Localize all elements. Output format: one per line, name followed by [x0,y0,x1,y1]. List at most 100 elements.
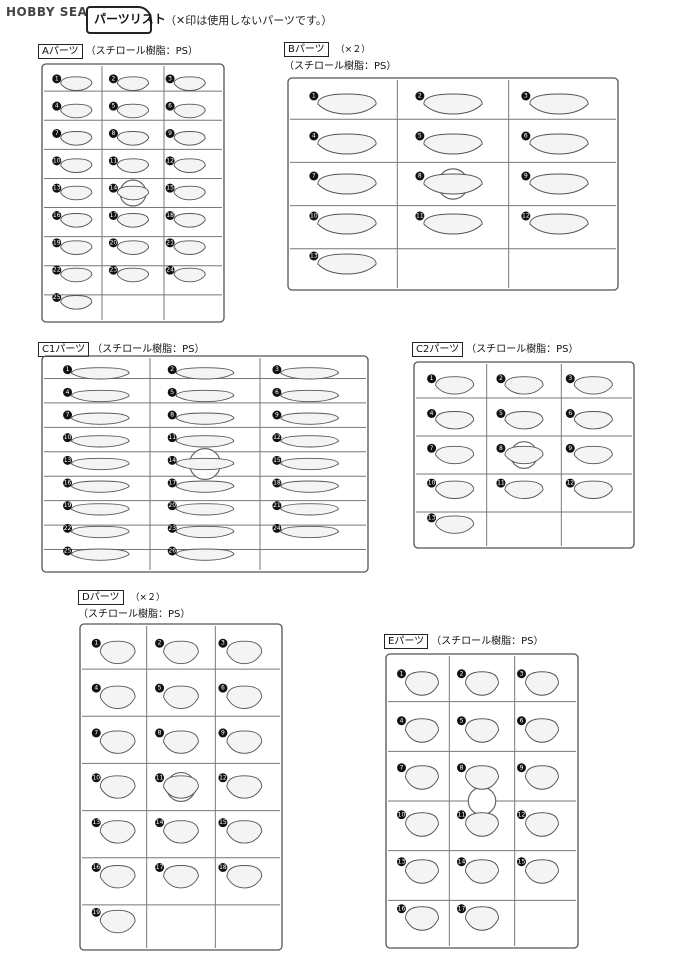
part-number-label: 5 [158,685,162,692]
part-number-label: 24 [273,525,281,532]
part-number-label: 9 [568,445,572,452]
part-number-marker [167,523,177,533]
part-shape [60,267,93,283]
part-shape [71,548,130,561]
part-shape [99,775,136,799]
part-number-marker [521,131,531,141]
part-shape [280,367,339,380]
part-number-label: 6 [520,717,524,724]
part-number-label: 22 [64,525,72,532]
part-number-marker [565,443,575,453]
part-b-12: 12 [521,211,589,235]
part-number-marker [52,74,62,84]
part-shape [405,765,439,790]
part-shape [226,685,263,709]
part-number-label: 15 [518,858,526,865]
part-shape [435,480,475,499]
part-number-marker [496,443,506,453]
part-shape [116,76,150,91]
part-number-label: 3 [520,670,524,677]
part-number-label: 4 [430,410,434,417]
part-a-1: 1 [52,74,93,91]
part-c2-7: 7 [427,443,475,465]
part-number-label: 9 [275,412,279,419]
part-number-label: 13 [428,514,436,521]
part-number-label: 7 [94,729,98,736]
part-shape [423,93,483,115]
part-number-label: 13 [64,457,72,464]
part-b-9: 9 [521,171,589,195]
part-shape [573,376,613,395]
part-b-13: 13 [309,251,377,275]
part-shape [71,480,130,493]
part-e-15: 15 [517,857,559,884]
part-number-label: 8 [112,130,116,137]
part-number-label: 10 [64,434,72,441]
part-a-9: 9 [165,129,206,146]
part-number-marker [427,478,437,488]
part-shape [163,775,199,799]
sprue-frame [413,361,635,549]
part-number-marker [167,478,177,488]
part-number-label: 2 [112,75,116,82]
part-number-label: 15 [219,819,227,826]
part-e-6: 6 [517,716,559,743]
part-d-11: 11 [155,773,199,799]
part-d-2: 2 [155,638,199,665]
part-number-label: 16 [53,212,61,219]
part-c1-11: 11 [167,433,235,448]
part-number-marker [309,251,319,261]
part-d-7: 7 [91,728,136,754]
part-number-marker [167,501,177,511]
part-number-marker [52,101,62,111]
part-number-label: 18 [166,212,174,219]
part-c1-18: 18 [272,478,339,493]
part-shape [226,775,263,799]
part-shape [116,185,150,201]
part-shape [99,865,136,889]
part-d-14: 14 [155,818,199,844]
part-shape [405,812,439,837]
part-number-label: 9 [168,130,172,137]
part-a-13: 13 [52,183,93,201]
part-shape [163,820,199,844]
part-number-marker [309,131,319,141]
part-number-marker [427,374,437,384]
part-shape [175,367,235,380]
part-number-marker [415,171,425,181]
part-e-11: 11 [457,810,499,837]
part-shape [226,730,263,754]
part-number-marker [415,131,425,141]
part-c1-20: 20 [167,501,235,516]
part-shape [99,730,136,754]
part-a-15: 15 [165,183,206,201]
part-shape [71,525,130,539]
part-shape [465,906,499,931]
part-d-4: 4 [91,683,136,709]
part-shape [163,640,199,665]
part-c1-2: 2 [167,365,235,380]
part-d-9: 9 [218,728,263,754]
part-shape [163,685,199,709]
part-shape [423,133,483,155]
part-b-3: 3 [521,91,589,115]
part-number-label: 1 [312,93,316,100]
part-number-marker [167,433,177,443]
part-shape [163,865,199,889]
part-b-10: 10 [309,211,377,235]
part-number-marker [108,183,118,193]
part-shape [173,240,206,255]
part-shape [525,671,559,696]
part-d-1: 1 [91,638,136,665]
sprue-d-name: Dパーツ [78,590,124,605]
part-number-marker [63,501,73,511]
part-number-label: 6 [524,133,528,140]
part-e-5: 5 [457,716,499,743]
part-number-marker [155,728,165,738]
part-number-marker [63,546,73,556]
part-d-13: 13 [91,818,136,844]
